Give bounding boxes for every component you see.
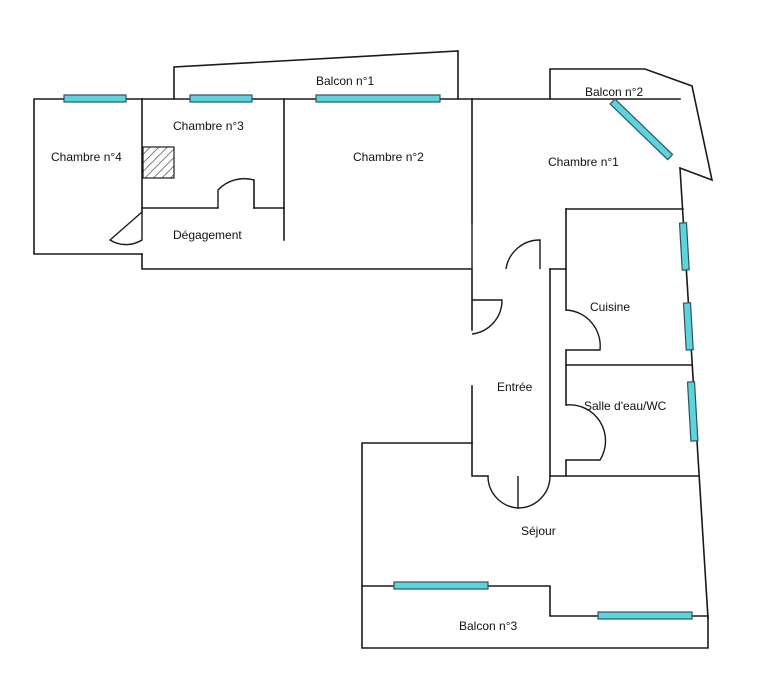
door-chambre-4[interactable] xyxy=(108,210,143,246)
door-sejour-left[interactable] xyxy=(487,475,519,509)
walls xyxy=(33,50,714,649)
door-chambre-1[interactable] xyxy=(505,239,541,270)
window-cuisine-2 xyxy=(682,302,694,351)
window-sdb xyxy=(686,381,699,442)
label-chambre-3: Chambre n°3 xyxy=(173,119,244,133)
label-balcon-3: Balcon n°3 xyxy=(459,619,517,633)
wall-degagement-bottom xyxy=(141,253,473,331)
window-chambre-2 xyxy=(315,94,441,103)
wall-balcon-2 xyxy=(549,68,714,182)
label-balcon-1: Balcon n°1 xyxy=(316,74,374,88)
label-sejour: Séjour xyxy=(521,524,556,538)
door-entree-west[interactable] xyxy=(471,299,503,335)
wall-sejour-west xyxy=(361,442,709,649)
label-degagement: Dégagement xyxy=(173,228,242,242)
window-chambre-1 xyxy=(609,98,674,161)
door-sdb[interactable] xyxy=(565,404,607,461)
room-labels: Balcon n°1 Balcon n°2 Chambre n°4 Chambr… xyxy=(51,74,667,633)
door-cuisine[interactable] xyxy=(565,309,601,351)
door-chambre-3[interactable] xyxy=(217,177,255,208)
label-entree: Entrée xyxy=(497,380,533,394)
window-sejour-right xyxy=(597,611,693,620)
label-balcon-2: Balcon n°2 xyxy=(585,85,643,99)
label-cuisine: Cuisine xyxy=(590,300,630,314)
label-salle-eau: Salle d'eau/WC xyxy=(584,399,667,413)
wall-cuisine-bottom xyxy=(565,349,693,366)
wall-balcon-1 xyxy=(173,50,459,100)
window-chambre-3 xyxy=(189,94,253,103)
window-cuisine-1 xyxy=(678,222,690,271)
label-chambre-2: Chambre n°2 xyxy=(353,150,424,164)
hatched-duct xyxy=(142,146,175,179)
label-chambre-1: Chambre n°1 xyxy=(548,155,619,169)
door-sejour-right[interactable] xyxy=(517,475,551,509)
window-sejour-left xyxy=(393,581,489,590)
doors xyxy=(108,177,607,509)
window-chambre-4 xyxy=(63,94,127,103)
wall-entree-sw xyxy=(471,442,489,477)
label-chambre-4: Chambre n°4 xyxy=(51,150,122,164)
wall-chambre-4-outer xyxy=(33,98,473,255)
windows xyxy=(63,94,699,620)
